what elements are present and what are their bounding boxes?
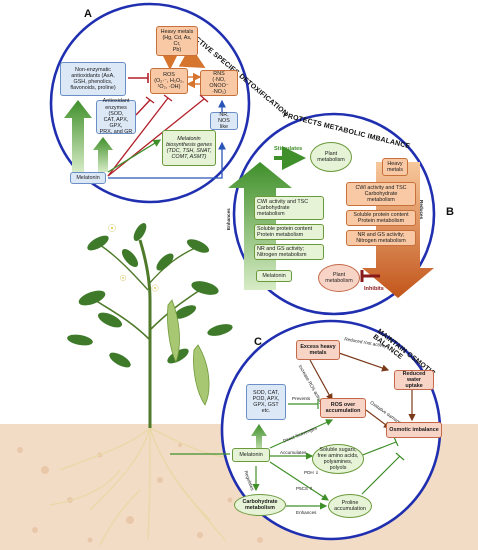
melatonin-box-c: Melatonin <box>232 448 270 462</box>
melatonin-genes-box: Melatonin biosynthesis genes (TDC, TSH, … <box>162 130 216 166</box>
reduced-water-box: Reduced water uptake <box>394 370 434 390</box>
excess-metals-box: Excess heavy metals <box>296 340 340 360</box>
p5cs-label: P5CS ⇑ <box>296 486 314 491</box>
melatonin-box-b: Melatonin <box>256 270 292 282</box>
stimulates-label: Stimulates <box>274 146 303 152</box>
prevents-label: Prevents <box>292 396 311 401</box>
plant-metabolism-bottom: Plant metabolism <box>318 264 360 292</box>
reduces-label: Reduces <box>419 200 424 220</box>
enhances-label-b: Enhances <box>226 208 231 230</box>
ros-box: ROS (O₂·⁻, H₂O₂, ¹O₂, ·OH) <box>150 68 188 94</box>
antioxidant-enzymes-box: Antioxidant enzymes (SOD, CAT, APX, GPX,… <box>96 98 136 135</box>
antioxidant-enzymes-c-box: SOD, CAT, POD, APX, GPX, GST etc. <box>246 384 286 420</box>
panel-a-label: A <box>84 8 92 20</box>
heavy-metals-box-b: Heavy metals <box>382 158 408 176</box>
accumulates-label: Accumulates <box>280 450 307 455</box>
carbohydrate-metabolism-box: Carbohydrate metabolism <box>234 494 286 516</box>
non-enzymatic-antioxidants-box: Non-enzymatic antioxidants (AsA, GSH, ph… <box>60 62 126 96</box>
panel-c-label: C <box>254 336 262 348</box>
soluble-protein-left-box: Soluble protein content Protein metaboli… <box>254 224 324 240</box>
plant-metabolism-top: Plant metabolism <box>310 142 352 172</box>
cwi-left-box: CWI activity and TSC Carbohydrate metabo… <box>254 196 324 220</box>
rns-box: RNS (·NO, ONOO⁻ ·NO₂) <box>200 70 238 96</box>
green-up-arrow-small <box>93 137 113 172</box>
inhibits-label: Inhibits <box>364 286 384 292</box>
soluble-sugars-ellipse: Soluble sugars, free amino acids, polyam… <box>312 444 364 474</box>
osmotic-imbalance-box: Osmotic imbalance <box>386 422 442 438</box>
pdh-label: PDH ⇓ <box>304 470 319 475</box>
enhances-label-c: Enhances <box>296 510 317 515</box>
green-up-arrow-large <box>64 100 92 172</box>
proline-accumulation-box: Proline accumulation <box>328 494 372 518</box>
soluble-protein-right-box: Soluble protein content Protein metaboli… <box>346 210 416 226</box>
pepper-plant <box>67 223 233 428</box>
heavy-metals-box: Heavy metals (Hg, Cd, As, Cr, Pb) <box>156 26 198 56</box>
melatonin-box-a: Melatonin <box>70 172 106 184</box>
ros-over-accumulation-box: ROS over accumulation <box>320 398 366 418</box>
soil-particles <box>17 443 263 543</box>
nr-nos-box: NR, NOS like <box>210 112 238 130</box>
roots <box>49 427 241 546</box>
nr-gs-right-box: NR and GS activity; Nitrogen metabolism <box>346 230 416 246</box>
cwi-right-box: CWI activity and TSC Carbohydrate metabo… <box>346 182 416 206</box>
nr-gs-left-box: NR and GS activity; Nitrogen metabolism <box>254 244 324 260</box>
panel-b-label: B <box>446 206 454 218</box>
